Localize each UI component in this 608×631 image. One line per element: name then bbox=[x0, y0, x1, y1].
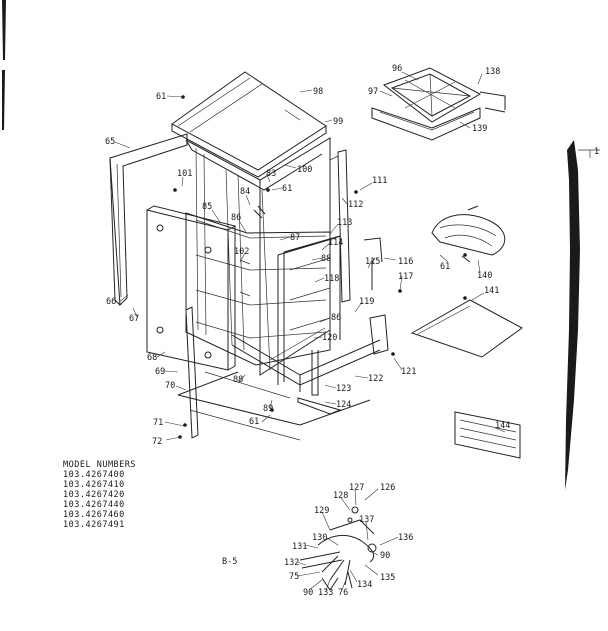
callout-61: 61 bbox=[156, 92, 166, 102]
callout-66: 66 bbox=[106, 297, 116, 307]
callout-140: 140 bbox=[477, 271, 492, 281]
callout-122: 122 bbox=[368, 374, 383, 384]
oven-bottom-panel bbox=[410, 299, 523, 358]
callout-118: 118 bbox=[324, 274, 339, 284]
callout-116: 116 bbox=[398, 257, 413, 267]
callout-128: 128 bbox=[333, 491, 348, 501]
callout-115: 115 bbox=[365, 257, 380, 267]
svg-text:1: 1 bbox=[594, 147, 599, 157]
callout-111: 111 bbox=[372, 176, 387, 186]
callout-87: 87 bbox=[290, 233, 300, 243]
callout-75: 75 bbox=[289, 572, 299, 582]
callout-130: 130 bbox=[312, 533, 327, 543]
callout-121: 121 bbox=[401, 367, 416, 377]
callout-88: 88 bbox=[321, 254, 331, 264]
callout-61: 61 bbox=[282, 184, 292, 194]
callout-119: 119 bbox=[359, 297, 374, 307]
callout-134: 134 bbox=[357, 580, 372, 590]
callout-71: 71 bbox=[153, 418, 163, 428]
scan-edge-marks: 1 bbox=[2, 0, 600, 490]
callout-96: 96 bbox=[392, 64, 402, 74]
top-panel bbox=[171, 71, 327, 178]
leader-lines bbox=[114, 71, 506, 591]
callout-124: 124 bbox=[336, 400, 351, 410]
callout-133: 133 bbox=[318, 588, 333, 598]
callout-68: 68 bbox=[147, 353, 157, 363]
callout-139: 139 bbox=[472, 124, 487, 134]
model-number: 103.4267410 bbox=[63, 480, 125, 490]
callout-85: 85 bbox=[202, 202, 212, 212]
callout-97: 97 bbox=[368, 87, 378, 97]
callout-83: 83 bbox=[266, 169, 276, 179]
page-number: B-5 bbox=[222, 557, 238, 567]
callout-90: 90 bbox=[303, 588, 313, 598]
callout-90: 90 bbox=[380, 551, 390, 561]
callout-67: 67 bbox=[129, 314, 139, 324]
hardware-screws bbox=[173, 95, 467, 439]
callout-76: 76 bbox=[338, 588, 348, 598]
left-front-rail bbox=[185, 306, 199, 439]
model-number: 103.4267491 bbox=[63, 520, 125, 530]
model-number: 103.4267400 bbox=[63, 470, 125, 480]
model-number: 103.4267440 bbox=[63, 500, 125, 510]
callout-89: 89 bbox=[263, 404, 273, 414]
callout-86: 86 bbox=[331, 313, 341, 323]
callout-88: 88 bbox=[233, 375, 243, 385]
callout-144: 144 bbox=[495, 421, 510, 431]
callout-136: 136 bbox=[398, 533, 413, 543]
callout-132: 132 bbox=[284, 558, 299, 568]
left-side-panel bbox=[109, 133, 188, 307]
model-number: 103.4267420 bbox=[63, 490, 125, 500]
callout-99: 99 bbox=[333, 117, 343, 127]
callout-131: 131 bbox=[292, 542, 307, 552]
callout-113: 113 bbox=[337, 218, 352, 228]
callout-84: 84 bbox=[240, 187, 250, 197]
callout-117: 117 bbox=[398, 272, 413, 282]
callout-135: 135 bbox=[380, 573, 395, 583]
callout-61: 61 bbox=[249, 417, 259, 427]
callout-86: 86 bbox=[231, 213, 241, 223]
callout-101: 101 bbox=[177, 169, 192, 179]
callout-120: 120 bbox=[322, 333, 337, 343]
lower-drawer bbox=[231, 314, 389, 396]
callout-112: 112 bbox=[348, 200, 363, 210]
model-number: 103.4267460 bbox=[63, 510, 125, 520]
callout-72: 72 bbox=[152, 437, 162, 447]
callout-102: 102 bbox=[234, 247, 249, 257]
callout-129: 129 bbox=[314, 506, 329, 516]
front-panel bbox=[146, 205, 237, 371]
callout-70: 70 bbox=[165, 381, 175, 391]
callout-127: 127 bbox=[349, 483, 364, 493]
callout-61: 61 bbox=[440, 262, 450, 272]
base-plate bbox=[177, 371, 371, 441]
callout-114: 114 bbox=[328, 238, 343, 248]
broiler-pan bbox=[371, 67, 506, 141]
burner-valve-assembly bbox=[299, 506, 377, 591]
callout-126: 126 bbox=[380, 483, 395, 493]
model-numbers-block: MODEL NUMBERS 103.4267400 103.4267410 10… bbox=[63, 460, 136, 530]
model-numbers-heading: MODEL NUMBERS bbox=[63, 460, 137, 470]
callout-labels: 61 98 65 99 96 97 138 139 101 84 83 61 1… bbox=[105, 64, 510, 598]
callout-138: 138 bbox=[485, 67, 500, 77]
callout-100: 100 bbox=[297, 165, 312, 175]
oven-liner bbox=[185, 212, 331, 366]
callout-123: 123 bbox=[336, 384, 351, 394]
callout-98: 98 bbox=[313, 87, 323, 97]
kick-panel bbox=[454, 411, 521, 459]
oven-rack bbox=[431, 205, 506, 263]
right-side-frame bbox=[329, 149, 351, 303]
callout-137: 137 bbox=[359, 515, 374, 525]
callout-141: 141 bbox=[484, 286, 499, 296]
callout-65: 65 bbox=[105, 137, 115, 147]
callout-69: 69 bbox=[155, 367, 165, 377]
